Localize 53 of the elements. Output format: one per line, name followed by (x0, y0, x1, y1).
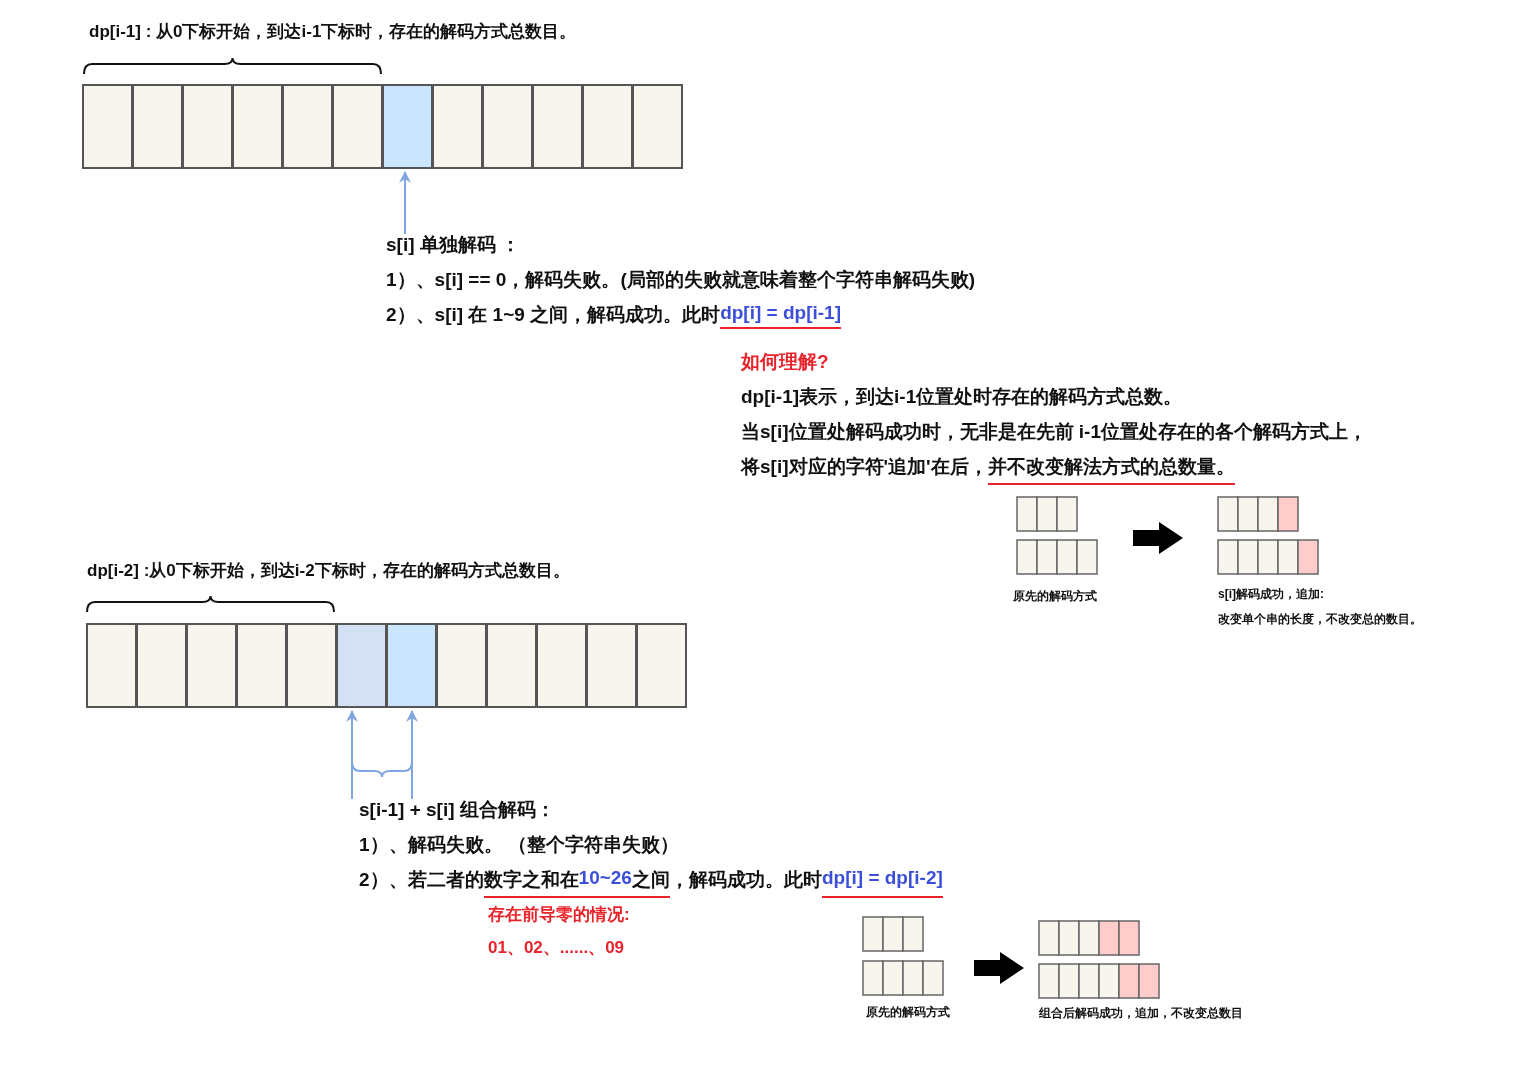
array-cell (236, 623, 287, 708)
array-cell (136, 623, 187, 708)
array-cell (182, 84, 233, 169)
caption-text: 原先的解码方式 (1013, 588, 1097, 605)
highlight-text: dp[i] = dp[i-1] (720, 302, 841, 329)
highlight-text: dp[i] = dp[i-2] (821, 867, 943, 898)
array-cell (586, 623, 637, 708)
note-text: 数字之和在 (483, 867, 579, 898)
note-text: ，解码成功。此时 (669, 868, 822, 892)
array-cell (286, 623, 337, 708)
step-heading: s[i-1] + s[i] 组合解码： (359, 797, 555, 823)
note-text: dp[i-1]表示，到达i-1位置处时存在的解码方式总数。 (741, 385, 1183, 409)
note-text: 1）、解码失败。 （整个字符串失败） (359, 833, 679, 857)
arrow (406, 710, 418, 800)
caption-text: 组合后解码成功，追加，不改变总数目 (1039, 1005, 1243, 1022)
array-cell (282, 84, 333, 169)
caption-text: 改变单个串的长度，不改变总的数目。 (1218, 611, 1422, 628)
arrow (346, 710, 358, 800)
note-text: 之间 (631, 867, 670, 898)
array-cell (482, 84, 533, 169)
array-cell (636, 623, 687, 708)
highlight-text: 如何理解? (741, 350, 829, 374)
arrow (399, 171, 411, 235)
note-text: dp[i-1] : 从0下标开始，到达i-1下标时，存在的解码方式总数目。 (89, 21, 577, 43)
array-cell (532, 84, 583, 169)
array-cell (86, 623, 137, 708)
array-cell (232, 84, 283, 169)
array-cell (332, 84, 383, 169)
array-cell (382, 84, 433, 169)
array-cell (82, 84, 133, 169)
array-cell (336, 623, 387, 708)
note-text: 2）、s[i] 在 1~9 之间，解码成功。此时 (386, 303, 721, 327)
array-cell (186, 623, 237, 708)
array-cell (486, 623, 537, 708)
note-text: dp[i-2] :从0下标开始，到达i-2下标时，存在的解码方式总数目。 (87, 560, 570, 582)
note-text: 将s[i]对应的字符'追加'在后， (741, 455, 988, 479)
array-cell (432, 84, 483, 169)
note-text: 当s[i]位置处解码成功时，无非是在先前 i-1位置处存在的各个解码方式上， (741, 420, 1367, 444)
array-cell (536, 623, 587, 708)
array-cell (436, 623, 487, 708)
note-text: 并不改变解法方式的总数量。 (987, 454, 1235, 485)
caption-text: s[i]解码成功，追加: (1218, 586, 1324, 603)
array-cell (582, 84, 633, 169)
highlight-text: 存在前导零的情况: (488, 904, 630, 926)
note-text: 1）、s[i] == 0，解码失败。(局部的失败就意味着整个字符串解码失败) (386, 268, 976, 292)
note-text: 2）、若二者的 (359, 868, 484, 892)
highlight-text: 10~26 (578, 867, 632, 898)
array-cell (632, 84, 683, 169)
array-cell (386, 623, 437, 708)
array-cell (132, 84, 183, 169)
step-heading: s[i] 单独解码 ： (386, 232, 521, 258)
highlight-text: 01、02、......、09 (488, 937, 625, 959)
caption-text: 原先的解码方式 (866, 1004, 950, 1021)
